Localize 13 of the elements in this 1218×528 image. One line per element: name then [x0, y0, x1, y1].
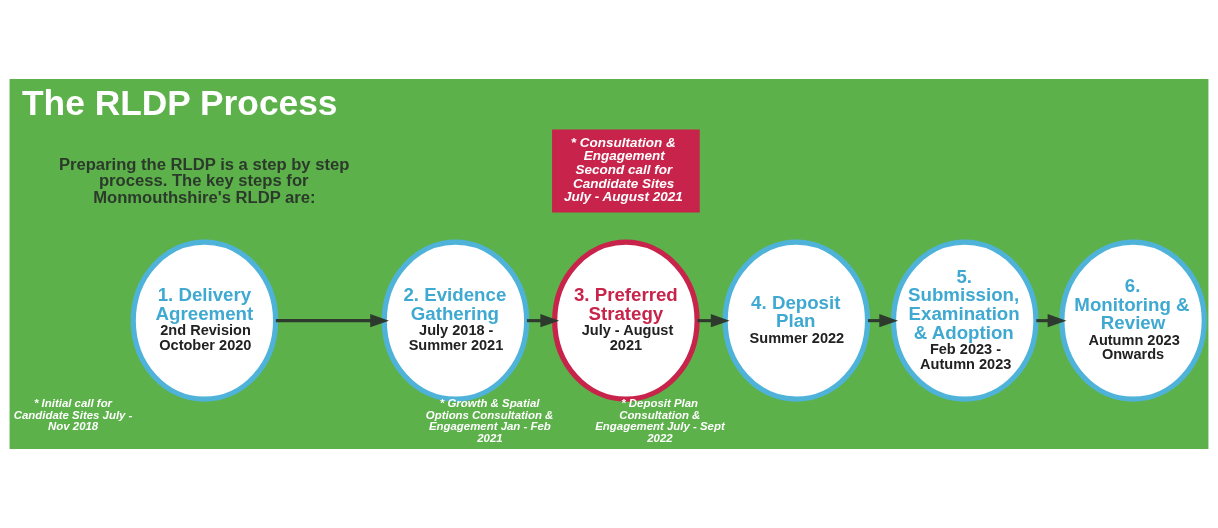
node-label: * Initial call for Candidate Sites July - Nov 2018: [13, 397, 133, 433]
arrow: [697, 314, 730, 328]
arrow: [1036, 314, 1067, 328]
node-label: * Deposit Plan Consultation & Engagement July - Sept 2022: [595, 397, 725, 444]
node-circle: 1. Delivery Agreement 2nd Revision October 2020: [130, 239, 279, 402]
node-circle: 6. Monitoring & Review Autumn 2023 Onwards: [1059, 239, 1207, 402]
label: Preparing the RLDP is a step by step process. The key steps for Monmouthshire's RLDP are:: [58, 154, 350, 207]
node-label: * Growth & Spatial Options Consultation & Engagement Jan - Feb 2021: [425, 397, 554, 444]
node-circle: 4. Deposit Plan Summer 2022: [722, 239, 871, 402]
node-box: * Consultation & Engagement Second call for Candidate Sites July - August 2021: [552, 129, 700, 213]
node-circle: 5. Submission, Examination & Adoption Feb 2023 - Autumn 2023: [890, 239, 1039, 402]
arrow: [275, 314, 389, 328]
diagram-title: The RLDP Process: [22, 82, 338, 122]
